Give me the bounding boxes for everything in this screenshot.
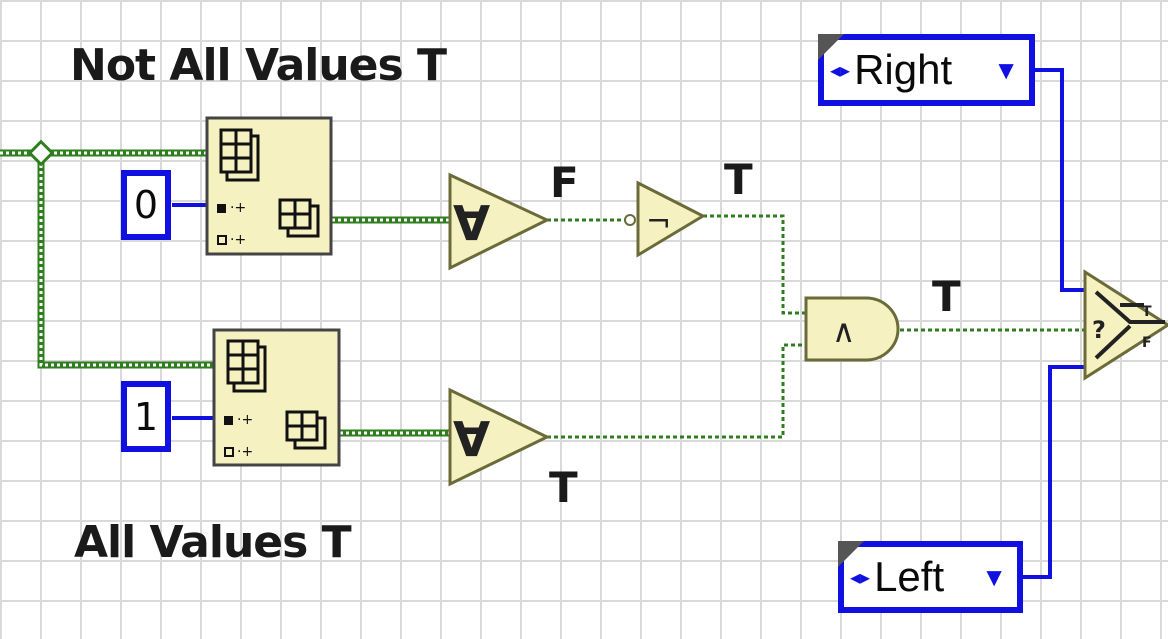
increment-arrows-icon[interactable]: ◂▸ xyxy=(850,566,871,589)
or-array-elements-node-top[interactable]: ∀ xyxy=(448,172,551,271)
array-grid-icon xyxy=(219,128,260,182)
select-true-icon: T xyxy=(1142,304,1152,320)
array-grid-icon xyxy=(285,410,327,450)
not-node[interactable]: ¬ xyxy=(624,180,707,258)
array-grid-icon xyxy=(226,339,267,393)
index-constant-0[interactable]: 0 xyxy=(121,170,171,240)
not-icon: ¬ xyxy=(646,205,671,240)
boolean-wires xyxy=(547,214,1085,439)
wire-left-to-select[interactable] xyxy=(1022,365,1085,579)
ring-corner-icon xyxy=(838,541,864,567)
ring-constant-right[interactable]: ◂▸ Right ▼ xyxy=(818,34,1035,106)
for-all-icon: ∀ xyxy=(453,196,490,252)
dropdown-arrow-icon[interactable]: ▼ xyxy=(981,561,1007,592)
index-constant-1[interactable]: 1 xyxy=(121,381,171,452)
value-label-and: T xyxy=(932,272,961,321)
and-icon: ∧ xyxy=(832,312,855,350)
and-node[interactable]: ∧ xyxy=(804,296,900,362)
svg-text:·+: ·+ xyxy=(230,200,246,216)
select-node[interactable]: ? T F xyxy=(1083,269,1168,381)
or-array-elements-node-bottom[interactable]: ∀ xyxy=(448,387,551,487)
array-grid-icon xyxy=(278,198,320,238)
wire-or-bottom-to-and[interactable] xyxy=(547,343,806,439)
value-label-or-bottom: T xyxy=(549,463,578,512)
array-wires xyxy=(0,149,452,437)
for-all-icon: ∀ xyxy=(453,412,490,468)
svg-text:·+: ·+ xyxy=(230,232,246,248)
heading-all-values-true: All Values T xyxy=(74,517,352,568)
select-branch-icon xyxy=(1094,290,1165,360)
svg-text:·+: ·+ xyxy=(237,444,253,460)
ring-constant-left[interactable]: ◂▸ Left ▼ xyxy=(838,541,1023,613)
index-array-node-top[interactable]: ·+ ·+ xyxy=(205,116,333,256)
index-wires xyxy=(172,203,215,420)
ring-value-left: Left xyxy=(874,553,945,600)
enum-wires xyxy=(1022,68,1085,579)
increment-arrows-icon[interactable]: ◂▸ xyxy=(830,59,851,82)
svg-text:·+: ·+ xyxy=(237,412,253,428)
index-terminal-icon: ·+ ·+ xyxy=(217,200,246,248)
wire-right-to-select[interactable] xyxy=(1034,68,1085,292)
select-false-icon: F xyxy=(1142,335,1152,351)
ring-value-right: Right xyxy=(854,46,953,93)
index-array-node-bottom[interactable]: ·+ ·+ xyxy=(212,328,341,467)
invert-bubble-icon xyxy=(624,214,636,226)
index-terminal-icon: ·+ ·+ xyxy=(224,412,253,460)
ring-corner-icon xyxy=(818,34,844,60)
heading-not-all-values-true: Not All Values T xyxy=(70,40,447,91)
wire-not-to-and[interactable] xyxy=(703,214,806,315)
value-label-not: T xyxy=(724,155,753,204)
select-question-icon: ? xyxy=(1092,316,1106,344)
value-label-or-top: F xyxy=(550,158,579,207)
wire-junction xyxy=(27,139,55,167)
dropdown-arrow-icon[interactable]: ▼ xyxy=(993,54,1019,85)
